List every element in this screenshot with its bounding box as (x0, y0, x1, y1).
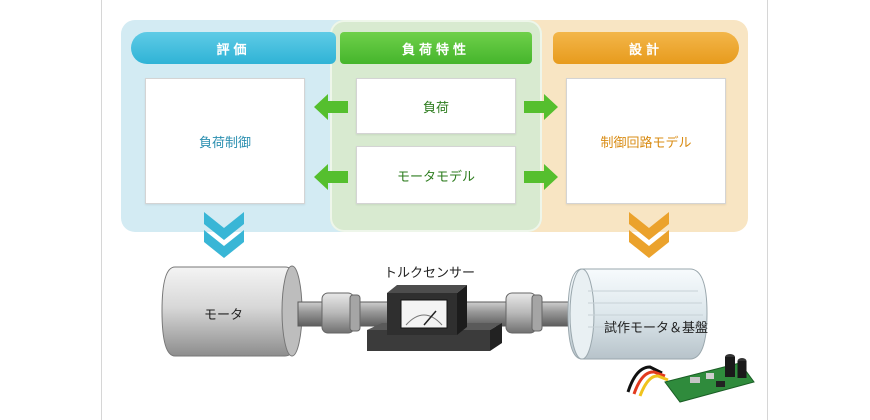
chevron-down-icon (204, 212, 244, 258)
coupling-right (505, 292, 543, 334)
motor-label: モータ (204, 308, 244, 323)
design-header: 設計 (553, 32, 739, 64)
coupling-left (321, 292, 361, 334)
arrow-right-icon (524, 94, 558, 120)
torque-sensor-label: トルクセンサー (384, 266, 476, 281)
load-card: 負荷 (356, 78, 516, 134)
control-circuit-model-card: 制御回路モデル (566, 78, 726, 204)
prototype-motor (567, 268, 708, 360)
circuit-board (626, 354, 755, 403)
motor-model-card: モータモデル (356, 146, 516, 204)
motor-cylinder (161, 265, 303, 357)
arrow-left-icon (314, 94, 348, 120)
eval-header: 評価 (131, 32, 336, 64)
motor-test-illustration (161, 265, 755, 403)
arrow-right-icon (524, 164, 558, 190)
prototype-motor-label: 試作モータ＆基盤 (604, 321, 709, 336)
load-control-card: 負荷制御 (145, 78, 305, 204)
load-characteristics-header: 負荷特性 (340, 32, 532, 64)
diagram-frame (101, 0, 768, 420)
chevron-down-icon (629, 212, 669, 258)
arrow-left-icon (314, 164, 348, 190)
torque-sensor (367, 285, 502, 351)
